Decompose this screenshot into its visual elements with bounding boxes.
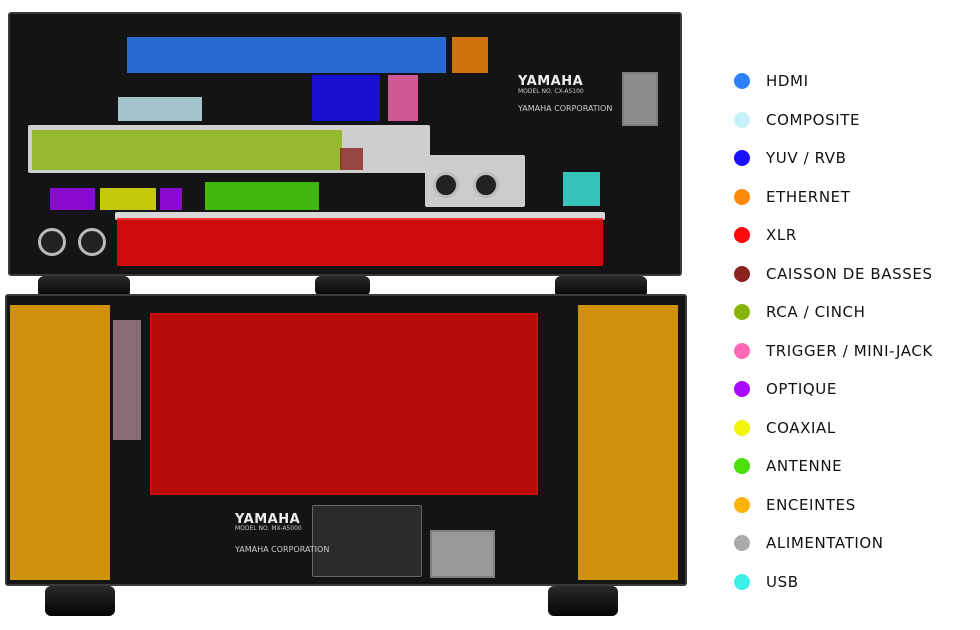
hdmi-ports-overlay <box>127 37 446 73</box>
legend-item-trigger: TRIGGER / MINI-JACK <box>734 332 933 371</box>
ethernet-color-dot-icon <box>734 188 750 205</box>
legend-item-subwoofer: CAISSON DE BASSES <box>734 255 933 294</box>
legend-item-composite: COMPOSITE <box>734 101 933 140</box>
subwoofer-port-overlay <box>340 148 363 170</box>
legend-label: COMPOSITE <box>766 110 861 129</box>
legend-item-antenna: ANTENNE <box>734 447 933 486</box>
legend-label: HDMI <box>766 72 809 91</box>
legend-label: XLR <box>766 226 797 245</box>
antenna-ports-overlay <box>205 182 319 210</box>
legend-label: COAXIAL <box>766 418 836 437</box>
coaxial-ports-overlay <box>100 188 156 210</box>
amplifier-trigger-overlay <box>113 320 141 440</box>
optical-color-dot-icon <box>734 381 750 398</box>
amplifier-foot-left <box>45 586 115 616</box>
legend-item-optical: OPTIQUE <box>734 370 933 409</box>
hdmi-color-dot-icon <box>734 73 750 90</box>
xlr-inputs-overlay <box>150 313 538 495</box>
xlr-connector <box>433 172 459 198</box>
legend-item-rca: RCA / CINCH <box>734 293 933 332</box>
preamp-model: MODEL NO. CX-A5100 <box>518 88 584 95</box>
legend-label: ETHERNET <box>766 187 851 206</box>
trigger-ports-overlay <box>388 75 418 121</box>
legend-item-yuv: YUV / RVB <box>734 139 933 178</box>
legend-label: RCA / CINCH <box>766 303 866 322</box>
coaxial-color-dot-icon <box>734 419 750 436</box>
power-inlet-overlay <box>622 72 658 126</box>
usb-color-dot-icon <box>734 573 750 590</box>
amplifier-power-inlet-overlay <box>430 530 495 578</box>
rca-color-dot-icon <box>734 304 750 321</box>
trigger-color-dot-icon <box>734 342 750 359</box>
optical-port-overlay-1 <box>50 188 95 210</box>
legend-item-ethernet: ETHERNET <box>734 178 933 217</box>
speakers-color-dot-icon <box>734 496 750 513</box>
preamp-preout-plate <box>115 212 605 220</box>
xlr-outputs-overlay <box>117 218 603 266</box>
subwoofer-color-dot-icon <box>734 265 750 282</box>
legend-item-xlr: XLR <box>734 216 933 255</box>
preamp-foot-center <box>315 276 370 296</box>
legend-item-usb: USB <box>734 563 933 602</box>
legend-label: TRIGGER / MINI-JACK <box>766 341 933 360</box>
xlr-connector <box>38 228 66 256</box>
legend-item-coaxial: COAXIAL <box>734 409 933 448</box>
antenna-color-dot-icon <box>734 458 750 475</box>
preamp-brand: YAMAHA <box>518 74 584 89</box>
xlr-connector <box>78 228 106 256</box>
preamp-foot-left <box>38 276 130 298</box>
legend-item-power: ALIMENTATION <box>734 524 933 563</box>
legend-label: CAISSON DE BASSES <box>766 264 933 283</box>
legend-item-speakers: ENCEINTES <box>734 486 933 525</box>
legend-label: YUV / RVB <box>766 149 847 168</box>
amplifier-corporation: YAMAHA CORPORATION <box>235 545 330 554</box>
rca-ports-overlay <box>32 130 342 170</box>
yuv-color-dot-icon <box>734 150 750 167</box>
amplifier-foot-right <box>548 586 618 616</box>
legend-label: ENCEINTES <box>766 495 856 514</box>
xlr-connector <box>473 172 499 198</box>
amplifier-warning-plate <box>312 505 422 577</box>
power-color-dot-icon <box>734 535 750 552</box>
speaker-terminals-left-overlay <box>10 305 110 580</box>
yuv-ports-overlay <box>312 75 380 121</box>
amplifier-model: MODEL NO. MX-A5000 <box>235 525 302 532</box>
xlr-color-dot-icon <box>734 227 750 244</box>
legend-label: USB <box>766 572 799 591</box>
amplifier-brand: YAMAHA <box>235 512 301 527</box>
preamp-corporation: YAMAHA CORPORATION <box>518 104 613 113</box>
usb-port-overlay <box>563 172 600 206</box>
speaker-terminals-right-overlay <box>578 305 678 580</box>
preamp-foot-right <box>555 276 647 298</box>
legend-label: ALIMENTATION <box>766 534 884 553</box>
legend: HDMI COMPOSITE YUV / RVB ETHERNET XLR CA… <box>734 62 933 601</box>
legend-label: OPTIQUE <box>766 380 837 399</box>
legend-item-hdmi: HDMI <box>734 62 933 101</box>
composite-ports-overlay <box>118 97 202 121</box>
legend-label: ANTENNE <box>766 457 843 476</box>
ethernet-port-overlay <box>452 37 488 73</box>
composite-color-dot-icon <box>734 111 750 128</box>
optical-port-overlay-2 <box>160 188 182 210</box>
